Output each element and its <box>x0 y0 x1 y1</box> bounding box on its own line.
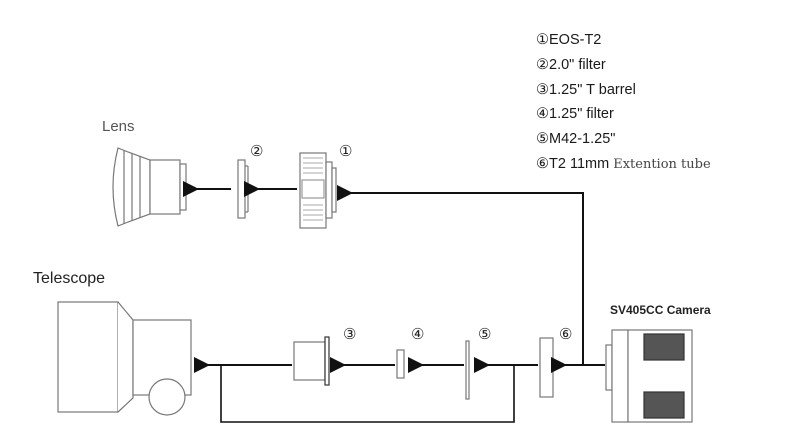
marker-3: ③ <box>343 326 357 343</box>
legend-item-4: ④1.25" filter <box>536 106 614 123</box>
camera-label: SV405CC Camera <box>610 303 711 317</box>
lens-label: Lens <box>102 118 135 135</box>
m42-icon <box>465 340 470 400</box>
extension-tube-icon <box>539 337 554 398</box>
lens-icon <box>112 147 187 227</box>
camera-icon <box>605 329 693 423</box>
legend-item-6: ⑥T2 11mm Extention tube <box>536 155 711 172</box>
marker-1: ① <box>339 143 353 160</box>
marker-5: ⑤ <box>478 326 492 343</box>
legend-item-1: ①EOS-T2 <box>536 32 602 48</box>
marker-2: ② <box>250 143 264 160</box>
marker-6: ⑥ <box>559 326 573 343</box>
filter-4-icon <box>396 349 405 379</box>
telescope-icon <box>57 301 192 416</box>
parts-legend: ①EOS-T2 ②2.0" filter ③1.25" T barrel ④1.… <box>536 28 711 178</box>
filter-2-icon <box>237 159 246 219</box>
legend-item-5: ⑤M42-1.25" <box>536 131 616 148</box>
legend-item-3: ③1.25" T barrel <box>536 81 636 98</box>
marker-4: ④ <box>411 326 425 343</box>
telescope-label: Telescope <box>33 270 106 287</box>
eos-t2-icon <box>299 152 337 229</box>
t-barrel-icon <box>293 341 326 381</box>
legend-item-2: ②2.0" filter <box>536 56 606 73</box>
